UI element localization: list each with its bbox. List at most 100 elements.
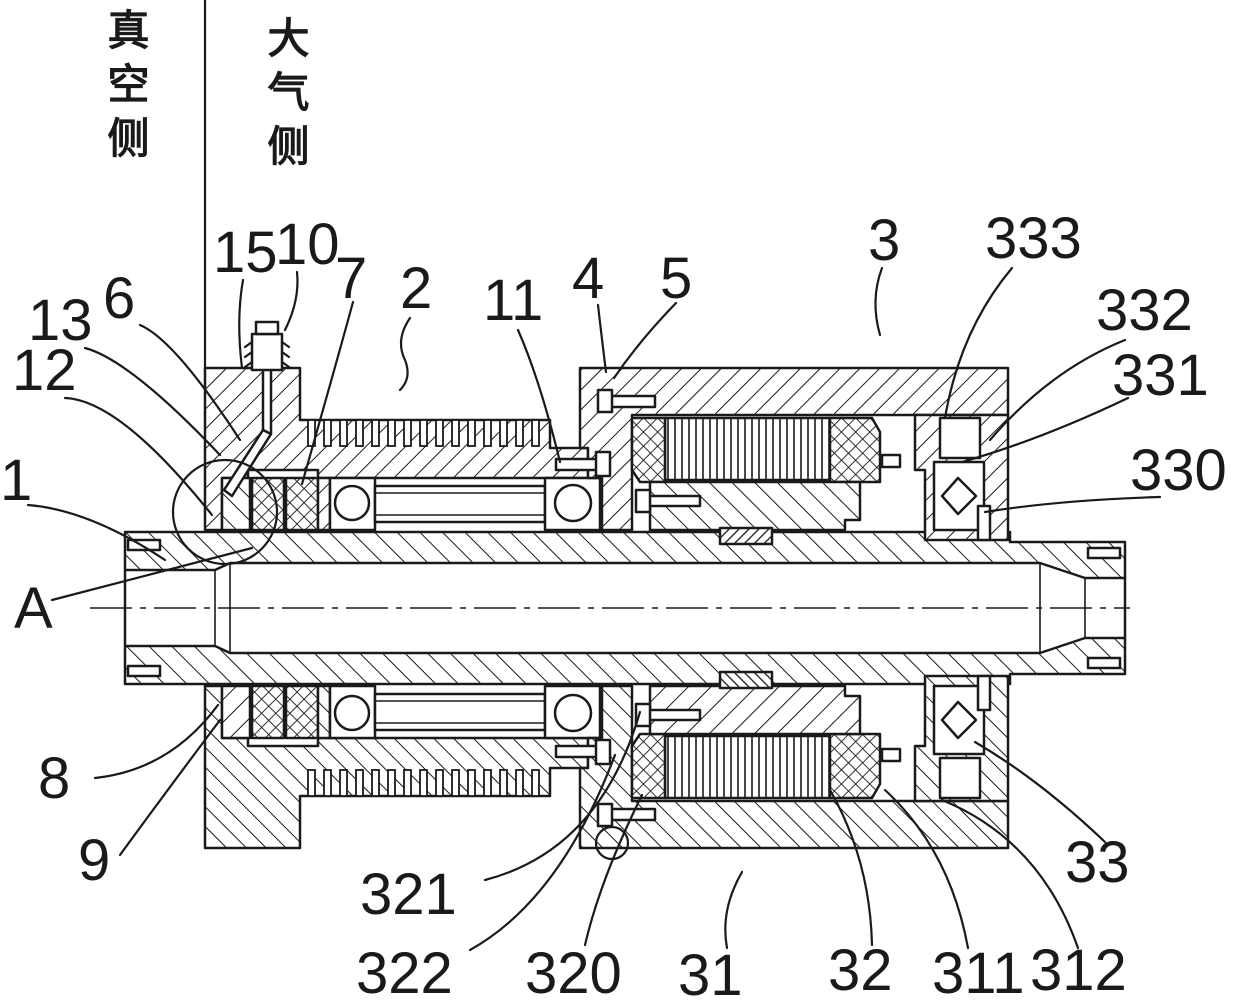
rotor-magnet xyxy=(718,526,774,546)
leader-7 xyxy=(300,300,355,486)
detail-circle-a xyxy=(171,458,279,566)
leader-311 xyxy=(883,788,970,950)
part-labels: 15 10 6 7 2 13 12 11 4 5 3 333 332 331 3… xyxy=(0,206,1227,1003)
fin-slot xyxy=(307,419,316,447)
label-3: 3 xyxy=(868,208,900,273)
magnetic-seal-block-b xyxy=(284,476,320,532)
label-31: 31 xyxy=(678,943,743,1003)
label-10: 10 xyxy=(275,212,340,277)
leader-31 xyxy=(724,870,744,950)
leader-2 xyxy=(398,316,412,392)
bolt-rotor xyxy=(634,488,702,514)
label-5: 5 xyxy=(660,246,692,311)
fin-slot xyxy=(387,419,396,447)
label-32: 32 xyxy=(828,938,893,1003)
upper-half-section xyxy=(203,366,1010,546)
stator-core xyxy=(663,416,832,482)
leader-312 xyxy=(940,798,1080,950)
leader-330 xyxy=(983,495,1162,514)
fin-slot xyxy=(339,419,348,447)
label-332: 332 xyxy=(1096,278,1193,343)
fin-slot xyxy=(451,419,460,447)
fin-slot xyxy=(403,419,412,447)
label-12: 12 xyxy=(12,338,77,403)
label-33: 33 xyxy=(1065,830,1130,895)
leader-15 xyxy=(238,278,245,370)
fin-slot xyxy=(371,419,380,447)
fin-slot xyxy=(467,419,476,447)
label-331: 331 xyxy=(1112,343,1209,408)
fin-slot xyxy=(515,419,524,447)
rotor-sleeve xyxy=(648,480,862,532)
leader-3 xyxy=(874,266,884,337)
fin-slot xyxy=(435,419,444,447)
leader-8 xyxy=(93,703,220,780)
fin-slot xyxy=(419,419,428,447)
bearing-cover-332 xyxy=(938,416,982,460)
leader-33 xyxy=(973,740,1107,844)
shaft-end-tapped-holes xyxy=(126,538,1122,678)
housing-3 xyxy=(578,366,1010,532)
bolt-11 xyxy=(554,450,612,478)
leader-333 xyxy=(943,266,1014,420)
leader-12 xyxy=(63,396,214,517)
magnetic-seal-block-a xyxy=(250,476,286,532)
atmosphere-side-label: 大气侧 xyxy=(261,16,310,178)
bearing-right xyxy=(543,476,602,532)
label-11: 11 xyxy=(483,268,543,333)
leader-321 xyxy=(483,710,642,882)
leader-332 xyxy=(988,338,1127,442)
bolt-end-cap xyxy=(976,504,992,542)
leader-10 xyxy=(283,270,299,332)
leader-lines xyxy=(26,266,1162,952)
label-a: A xyxy=(14,576,53,641)
leader-4 xyxy=(596,303,608,374)
fin-slot xyxy=(531,419,540,447)
label-330: 330 xyxy=(1130,438,1227,503)
fin-slot xyxy=(483,419,492,447)
leader-11 xyxy=(516,328,562,464)
label-321: 321 xyxy=(360,862,457,927)
leader-6 xyxy=(138,323,242,442)
angular-bearing-330 xyxy=(932,460,986,532)
leader-32 xyxy=(828,788,874,947)
leader-5 xyxy=(612,301,678,380)
label-333: 333 xyxy=(985,206,1082,271)
leader-331 xyxy=(960,396,1130,464)
label-312: 312 xyxy=(1030,938,1127,1003)
bolt-housing-3-front xyxy=(596,388,657,414)
leader-322 xyxy=(468,753,617,952)
vacuum-side-label: 真空侧 xyxy=(101,8,150,170)
bearing-left xyxy=(328,476,377,532)
label-8: 8 xyxy=(38,746,70,811)
label-13: 13 xyxy=(28,288,93,353)
bearing-spacer-tube xyxy=(373,484,547,524)
winding-end-left xyxy=(630,416,667,484)
label-1: 1 xyxy=(0,448,32,513)
label-9: 9 xyxy=(78,828,110,893)
fin-slot xyxy=(323,419,332,447)
label-15: 15 xyxy=(213,220,278,285)
winding-end-right xyxy=(828,416,882,484)
label-2: 2 xyxy=(400,256,432,321)
label-4: 4 xyxy=(572,246,604,311)
leader-1 xyxy=(26,503,167,562)
label-7: 7 xyxy=(335,246,367,311)
cooling-fins xyxy=(307,419,540,447)
label-320: 320 xyxy=(525,941,622,1003)
fin-slot xyxy=(499,419,508,447)
leader-13 xyxy=(83,346,222,457)
seal-spacer-ring xyxy=(316,476,332,532)
label-311: 311 xyxy=(932,941,1024,1003)
vacuum-port-fitting xyxy=(222,320,291,498)
fin-slot xyxy=(355,419,364,447)
pin-stator-right xyxy=(880,453,902,469)
label-6: 6 xyxy=(103,266,135,331)
lower-half-section xyxy=(203,670,1010,850)
leader-320 xyxy=(583,793,644,947)
leader-9 xyxy=(118,718,222,857)
label-322: 322 xyxy=(356,941,453,1003)
leader-a xyxy=(50,546,254,602)
